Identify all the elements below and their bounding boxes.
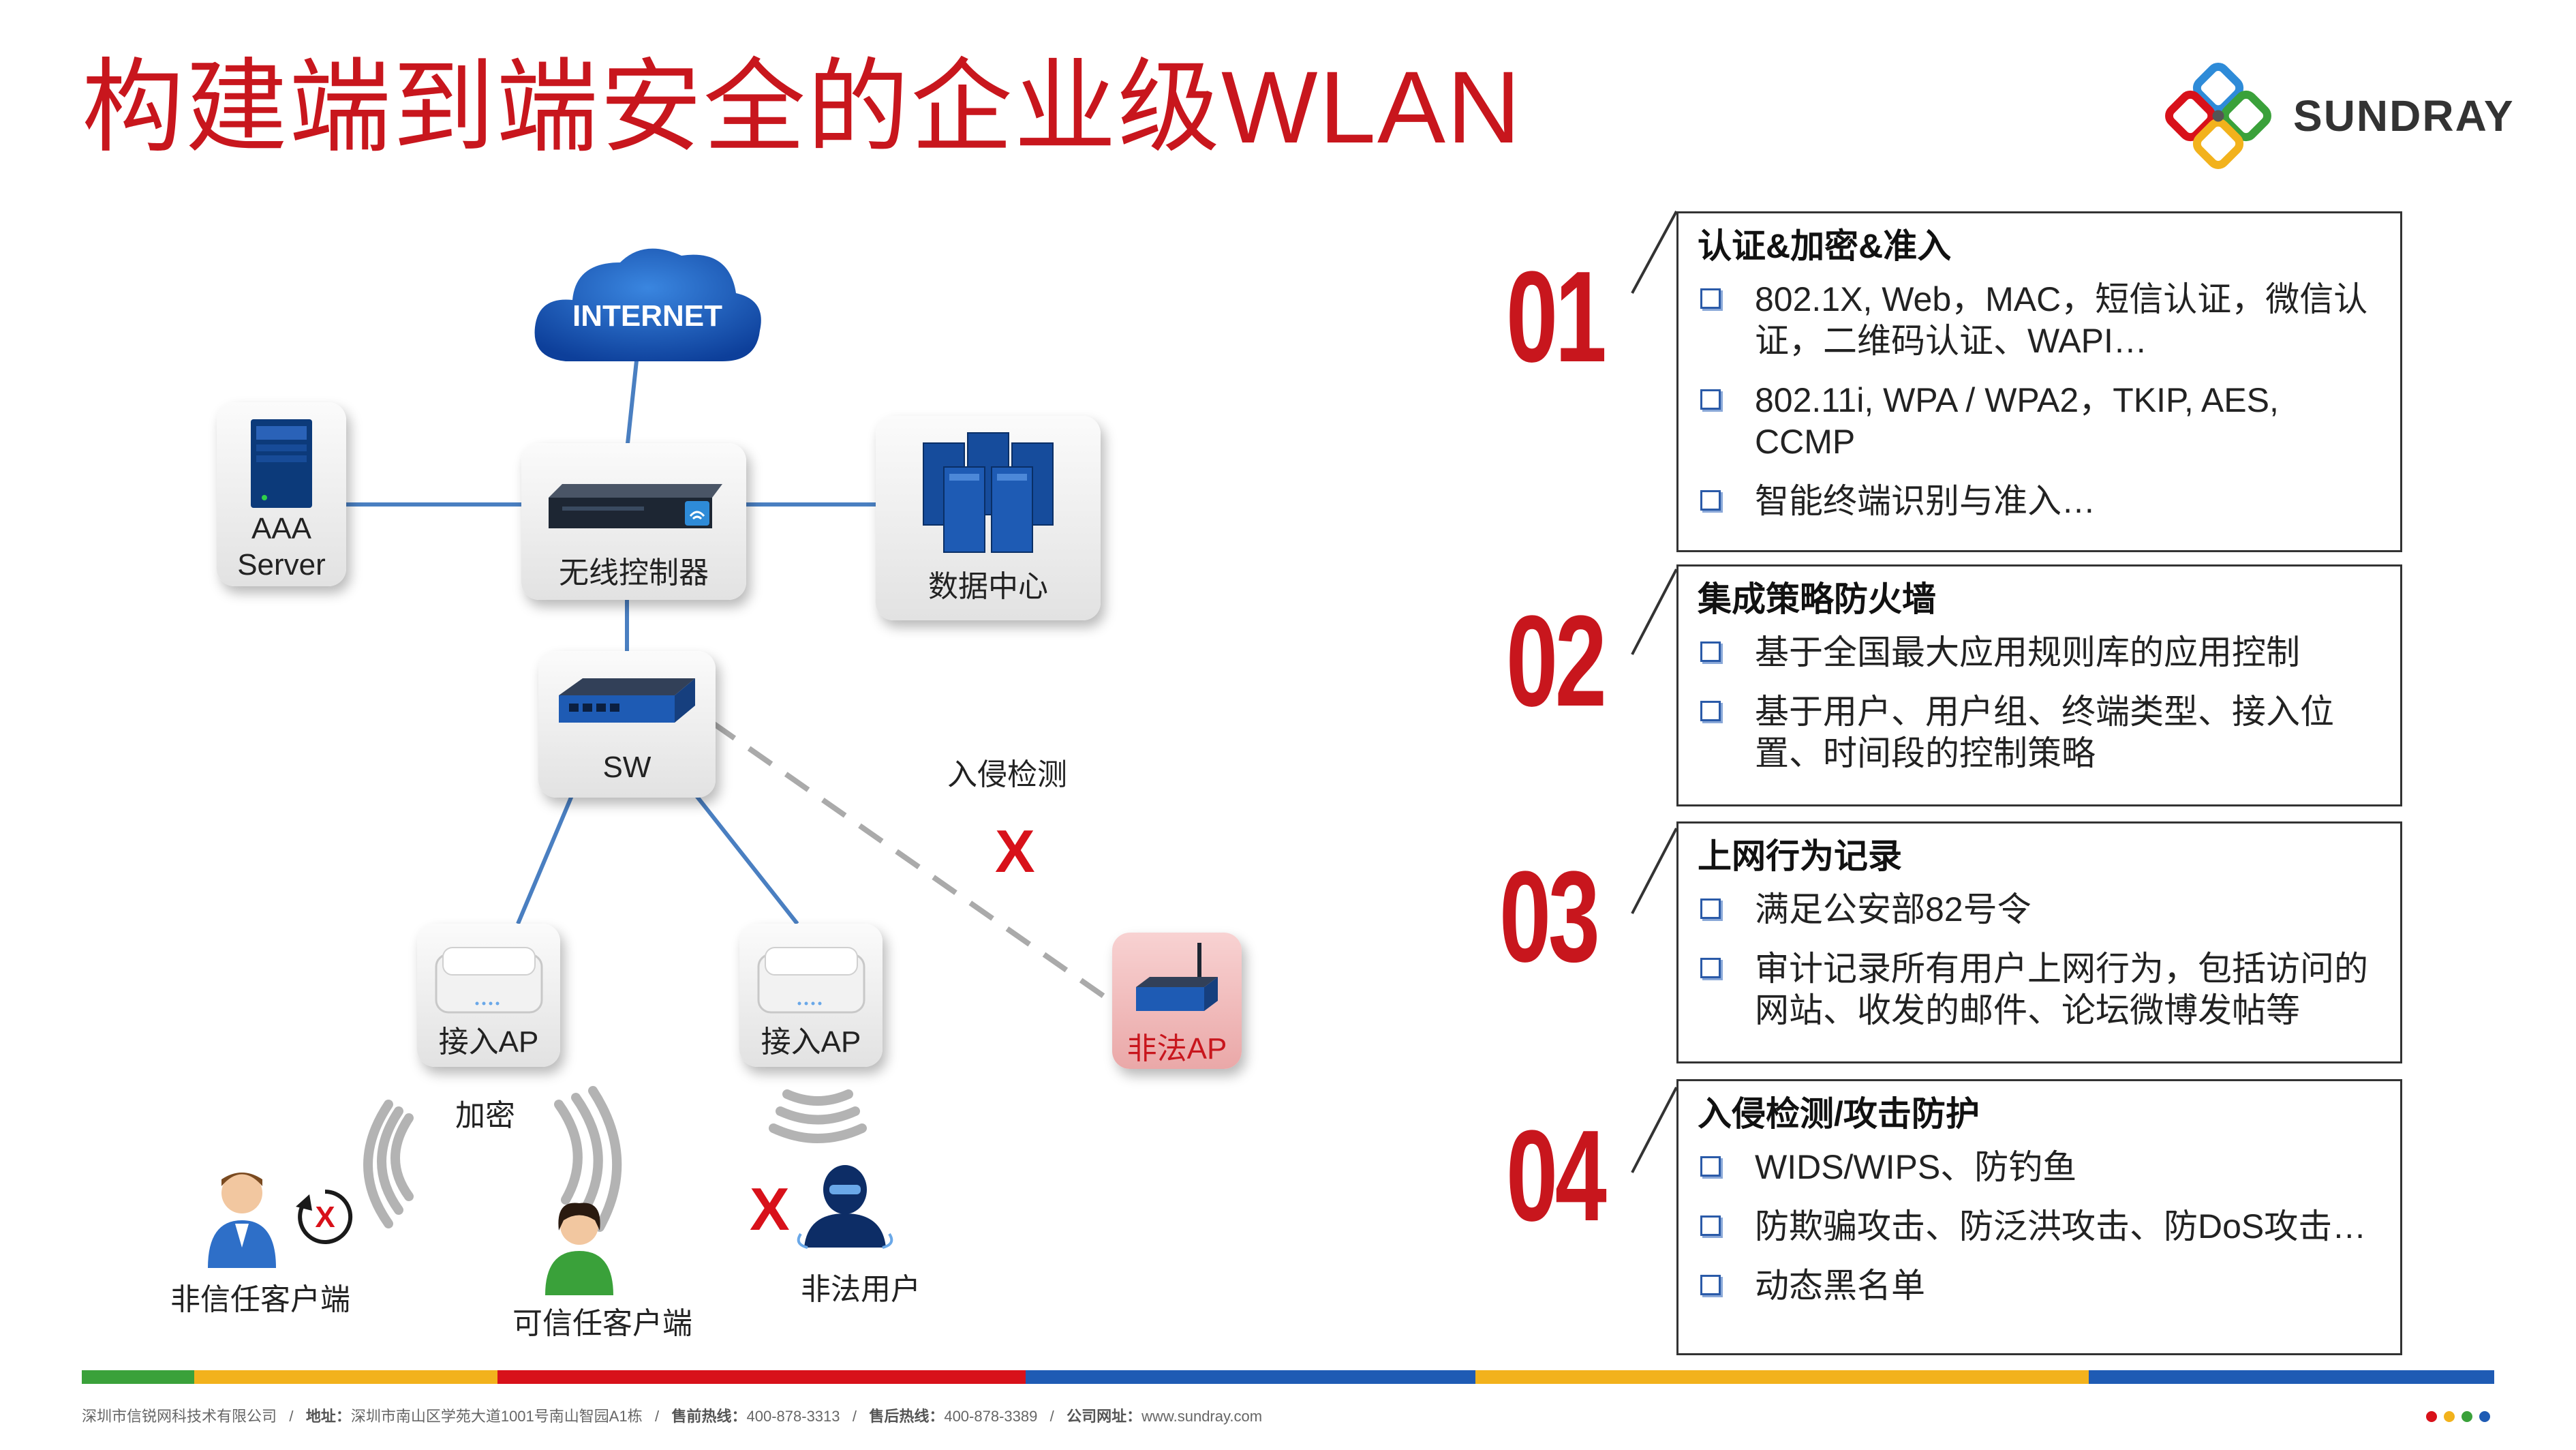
intrusion-detection-label: 入侵检测 bbox=[947, 758, 1067, 791]
checkbox-bullet-icon bbox=[1700, 898, 1721, 919]
section-3-item-text: 满足公安部82号令 bbox=[1755, 890, 2031, 928]
illegal-user-label: 非法用户 bbox=[801, 1273, 921, 1306]
checkbox-bullet-icon bbox=[1700, 288, 1721, 309]
section-4-title: 入侵检测/攻击防护 bbox=[1698, 1095, 1980, 1133]
internet-cloud: INTERNET bbox=[525, 232, 770, 389]
blocked-refresh-icon: X bbox=[296, 1189, 353, 1244]
section-4-item: 动态黑名单 bbox=[1698, 1265, 2384, 1307]
section-2-item: 基于全国最大应用规则库的应用控制 bbox=[1698, 632, 2384, 674]
section-2-item: 基于用户、用户组、终端类型、接入位置、时间段的控制策略 bbox=[1698, 691, 2384, 774]
footer-website-label: 公司网址： bbox=[1067, 1408, 1142, 1425]
checkbox-bullet-icon bbox=[1700, 1156, 1721, 1177]
footer-info: 深圳市信锐网科技术有限公司 / 地址：深圳市南山区学苑大道1001号南山智园A1… bbox=[82, 1408, 1263, 1425]
section-2-title: 集成策略防火墙 bbox=[1698, 580, 1936, 618]
switch-device-icon bbox=[559, 678, 695, 723]
switch-node[interactable]: SW bbox=[538, 651, 716, 798]
server-icon bbox=[251, 419, 312, 508]
access-ap-1-node[interactable]: 接入AP bbox=[417, 924, 560, 1067]
section-3-item: 审计记录所有用户上网行为，包括访问的网站、收发的邮件、论坛微博发帖等 bbox=[1698, 948, 2384, 1031]
section-1-item-text: 802.1X, Web，MAC，短信认证，微信认证，二维码认证、WAPI… bbox=[1755, 280, 2368, 360]
cloud-label: INTERNET bbox=[572, 299, 722, 333]
logo-text: SUNDRAY bbox=[2293, 91, 2515, 140]
section-1-box: 认证&加密&准入 802.1X, Web，MAC，短信认证，微信认证，二维码认证… bbox=[1676, 211, 2402, 552]
page-title: 构建端到端安全的企业级WLAN bbox=[82, 50, 1522, 164]
checkbox-bullet-icon bbox=[1700, 1275, 1721, 1295]
cloud-icon: INTERNET bbox=[534, 248, 761, 361]
section-1-item: 智能终端识别与准入… bbox=[1698, 481, 2384, 522]
footer-website: www.sundray.com bbox=[1141, 1408, 1263, 1425]
section-2-box: 集成策略防火墙 基于全国最大应用规则库的应用控制 基于用户、用户组、终端类型、接… bbox=[1676, 564, 2402, 806]
access-point-icon bbox=[757, 947, 865, 1014]
footer-color-bar bbox=[82, 1370, 2494, 1384]
footer-address: 深圳市南山区学苑大道1001号南山智园A1栋 bbox=[350, 1408, 643, 1425]
checkbox-bullet-icon bbox=[1700, 701, 1721, 721]
access-ap-2-label: 接入AP bbox=[761, 1025, 861, 1059]
sundray-logo-icon bbox=[2165, 63, 2271, 169]
untrusted-client-label: 非信任客户端 bbox=[170, 1283, 350, 1316]
data-center-label: 数据中心 bbox=[928, 570, 1048, 603]
blocked-x-mark: X bbox=[995, 817, 1035, 885]
section-1-title: 认证&加密&准入 bbox=[1698, 227, 1952, 265]
section-1-item-text: 802.11i, WPA / WPA2，TKIP, AES, CCMP bbox=[1755, 381, 2279, 461]
section-1-item: 802.1X, Web，MAC，短信认证，微信认证，二维码认证、WAPI… bbox=[1698, 279, 2384, 362]
checkbox-bullet-icon bbox=[1700, 958, 1721, 978]
section-2-number: 02 bbox=[1506, 589, 1607, 734]
footer-company: 深圳市信锐网科技术有限公司 bbox=[82, 1408, 277, 1425]
access-ap-1-label: 接入AP bbox=[438, 1025, 539, 1059]
wireless-controller-node[interactable]: 无线控制器 bbox=[521, 443, 746, 600]
aaa-server-node[interactable]: AAA Server bbox=[217, 402, 346, 586]
untrusted-client-avatar-icon bbox=[208, 1173, 276, 1268]
section-3-title: 上网行为记录 bbox=[1698, 837, 1902, 875]
switch-label: SW bbox=[602, 751, 651, 784]
footer-presales: 400-878-3313 bbox=[746, 1408, 840, 1425]
aaa-server-label: AAA Server bbox=[237, 512, 326, 581]
section-4-item-text: WIDS/WIPS、防钓鱼 bbox=[1755, 1148, 2077, 1186]
footer-aftersales-label: 售后热线： bbox=[869, 1408, 945, 1425]
section-3-box: 上网行为记录 满足公安部82号令 审计记录所有用户上网行为，包括访问的网站、收发… bbox=[1676, 821, 2402, 1063]
section-3-item-text: 审计记录所有用户上网行为，包括访问的网站、收发的邮件、论坛微博发帖等 bbox=[1755, 950, 2368, 1029]
data-center-icon bbox=[923, 432, 1054, 553]
access-point-icon bbox=[435, 947, 543, 1014]
footer-aftersales: 400-878-3389 bbox=[944, 1408, 1038, 1425]
checkbox-bullet-icon bbox=[1700, 1215, 1721, 1236]
section-4-item-text: 防欺骗攻击、防泛洪攻击、防DoS攻击… bbox=[1755, 1207, 2367, 1245]
controller-label: 无线控制器 bbox=[559, 556, 709, 590]
section-4-number: 04 bbox=[1506, 1104, 1607, 1248]
footer-address-label: 地址： bbox=[305, 1408, 351, 1425]
blocked-x-mark: X bbox=[750, 1175, 790, 1243]
section-3-number: 03 bbox=[1499, 845, 1600, 989]
section-3-item: 满足公安部82号令 bbox=[1698, 889, 2384, 931]
rogue-ap-label: 非法AP bbox=[1126, 1032, 1227, 1066]
sundray-logo: SUNDRAY bbox=[2160, 58, 2515, 174]
checkbox-bullet-icon bbox=[1700, 389, 1721, 410]
section-2-item-text: 基于全国最大应用规则库的应用控制 bbox=[1755, 633, 2300, 671]
access-ap-2-node[interactable]: 接入AP bbox=[739, 924, 883, 1067]
controller-device-icon bbox=[549, 484, 722, 528]
section-1-number: 01 bbox=[1506, 245, 1607, 389]
checkbox-bullet-icon bbox=[1700, 490, 1721, 511]
trusted-client-label: 可信任客户端 bbox=[512, 1307, 692, 1340]
network-diagram: INTERNET AAA Server 无线控制器 bbox=[0, 205, 1465, 1363]
rogue-ap-node[interactable]: 非法AP bbox=[1112, 933, 1242, 1069]
section-4-item: WIDS/WIPS、防钓鱼 bbox=[1698, 1147, 2384, 1188]
network-links bbox=[344, 354, 1109, 1232]
checkbox-bullet-icon bbox=[1700, 641, 1721, 662]
footer-presales-label: 售前热线： bbox=[671, 1408, 747, 1425]
section-2-item-text: 基于用户、用户组、终端类型、接入位置、时间段的控制策略 bbox=[1755, 693, 2334, 772]
illegal-user-hacker-icon bbox=[797, 1165, 893, 1249]
data-center-node[interactable]: 数据中心 bbox=[876, 416, 1101, 620]
blocked-x-mark: X bbox=[315, 1200, 335, 1234]
section-1-item-text: 智能终端识别与准入… bbox=[1755, 482, 2096, 520]
section-1-item: 802.11i, WPA / WPA2，TKIP, AES, CCMP bbox=[1698, 380, 2384, 463]
section-4-item: 防欺骗攻击、防泛洪攻击、防DoS攻击… bbox=[1698, 1206, 2384, 1248]
trusted-client-avatar-icon bbox=[545, 1203, 613, 1295]
encryption-label: 加密 bbox=[455, 1099, 515, 1132]
rogue-ap-icon bbox=[1136, 943, 1218, 1011]
section-4-box: 入侵检测/攻击防护 WIDS/WIPS、防钓鱼 防欺骗攻击、防泛洪攻击、防DoS… bbox=[1676, 1079, 2402, 1355]
section-4-item-text: 动态黑名单 bbox=[1755, 1267, 1925, 1305]
